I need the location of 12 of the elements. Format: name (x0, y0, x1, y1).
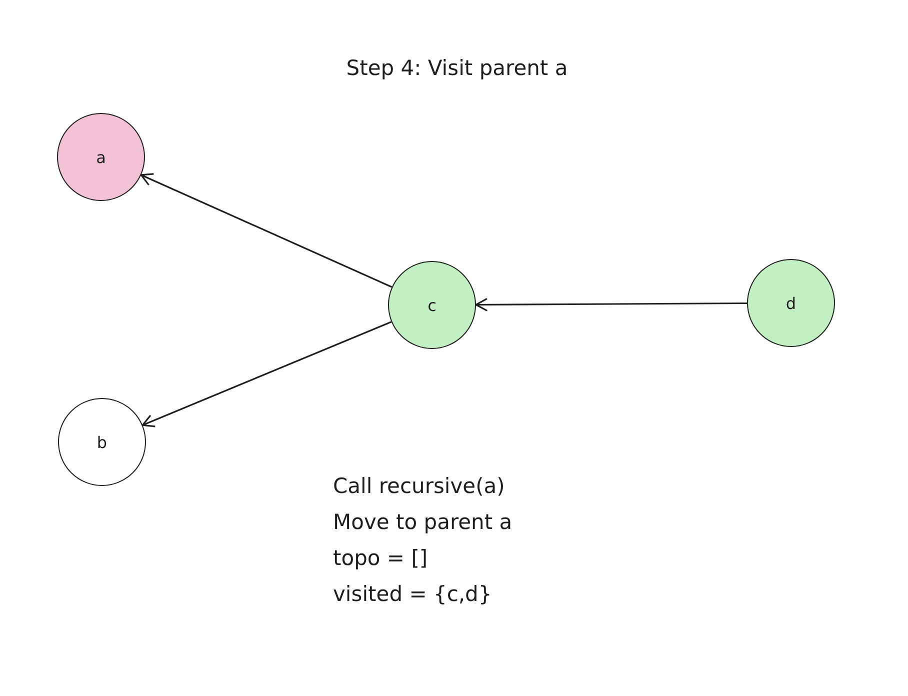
node-label: b (96, 432, 108, 452)
note-line: Call recursive(a) (333, 474, 505, 498)
note-line: topo = [] (333, 546, 428, 570)
diagram-title: Step 4: Visit parent a (345, 56, 569, 80)
node-label: a (96, 148, 106, 166)
arrow (140, 173, 392, 288)
node-label: c (428, 296, 436, 314)
note-line: Move to parent a (333, 510, 512, 534)
arrow (475, 298, 747, 312)
node-label: d (786, 294, 796, 312)
note-line: visited = {c,d} (333, 582, 492, 606)
arrow (142, 321, 392, 428)
